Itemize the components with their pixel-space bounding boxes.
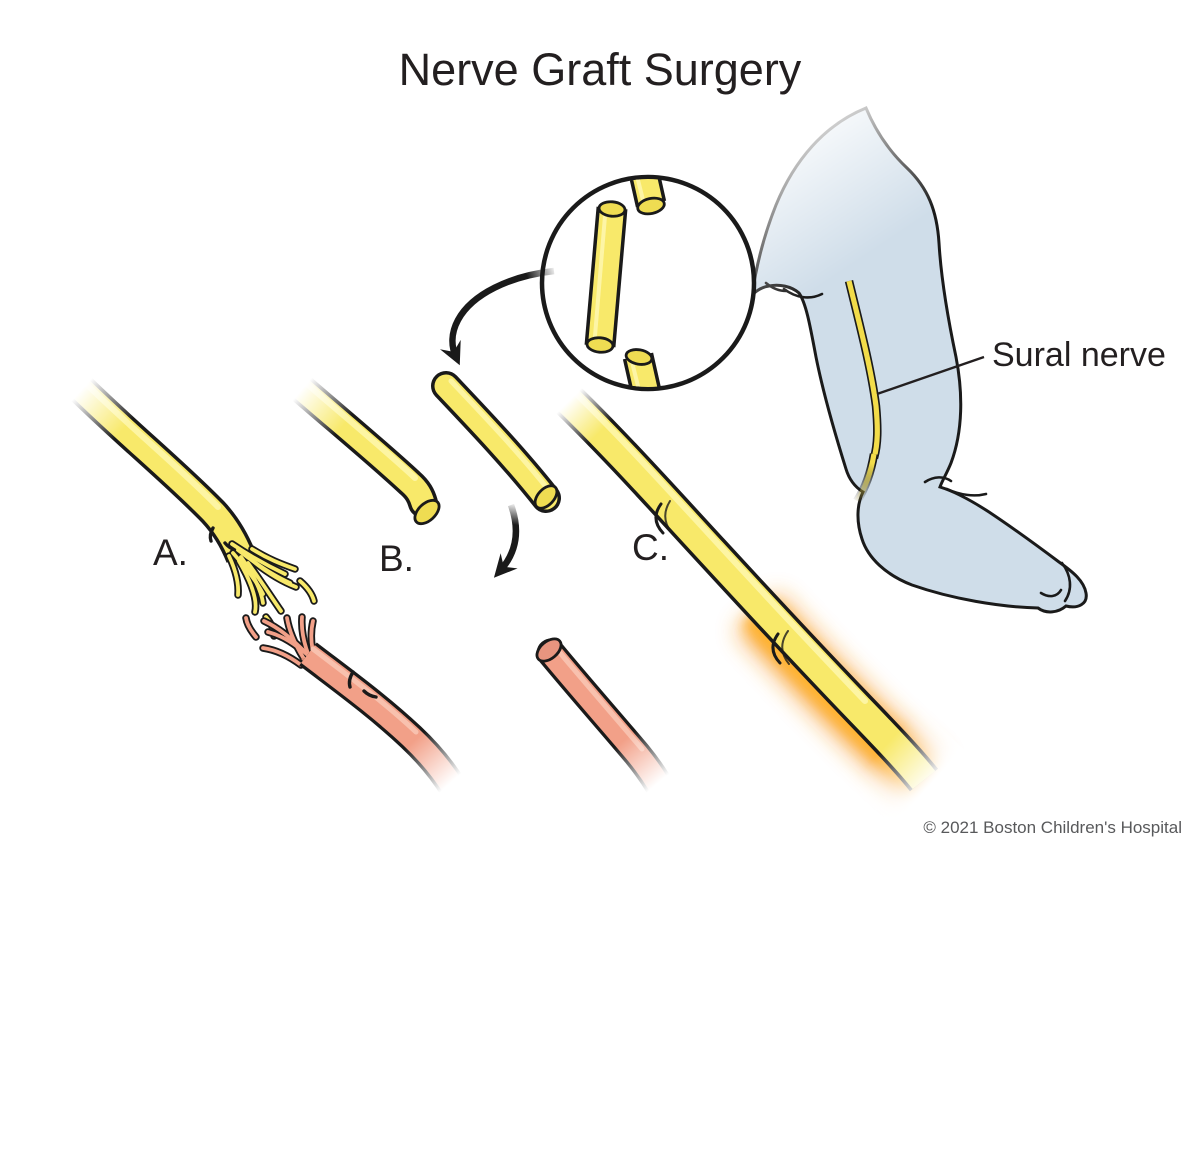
- curved-arrow-graft-harvest: [439, 267, 555, 366]
- frayed-nerve-ends-yellow: [225, 540, 318, 640]
- step-label-b: B.: [379, 538, 414, 579]
- step-label-c: C.: [632, 527, 669, 568]
- damaged-nerve-a: [59, 367, 467, 797]
- infant-leg: [749, 106, 1088, 614]
- sural-nerve-path: [844, 279, 882, 504]
- graft-junction-sutures: [654, 500, 790, 665]
- suture-marks-a-distal: [347, 670, 378, 699]
- step-label-a: A.: [153, 532, 188, 573]
- magnifier-inset-circle: [539, 174, 757, 392]
- curved-arrow-graft-placement: [493, 503, 520, 578]
- leg-crease-lines: [764, 281, 1072, 603]
- sural-nerve-pointer-line: [876, 355, 985, 396]
- page-title: Nerve Graft Surgery: [398, 44, 802, 95]
- graft-segment: [431, 371, 561, 513]
- sural-nerve-label: Sural nerve: [992, 336, 1166, 374]
- fade-overlays: [10, 311, 1008, 866]
- copyright-notice: © 2021 Boston Children's Hospital: [923, 818, 1182, 837]
- graft-inset-contents: [584, 179, 667, 387]
